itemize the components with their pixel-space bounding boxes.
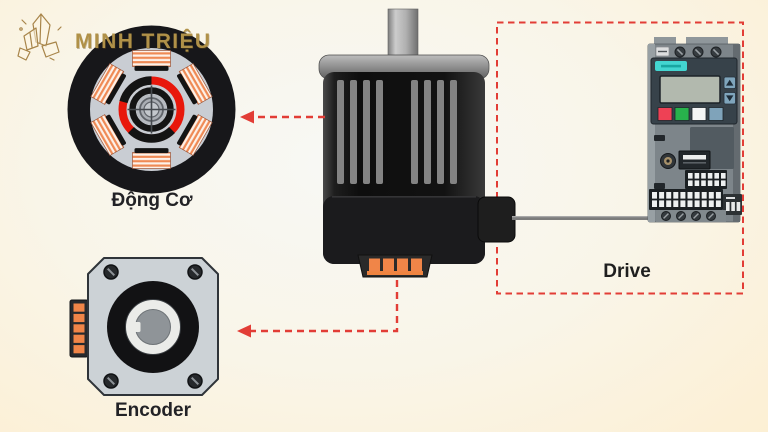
mode-button [708,107,724,121]
motor-lower-housing [323,196,485,264]
encoder-label: Encoder [114,400,192,421]
crystal-gems-icon [17,13,62,61]
brand-badge-text [661,64,681,68]
drive-unit-figure [647,37,742,223]
motor-cross-section-label: Động Cơ [111,190,193,211]
lcd-display [659,75,721,104]
motor-cross-section-figure [67,25,236,194]
encoder-side-connector [69,299,89,358]
motor-to-encoder-arrow [237,280,399,338]
drive-operator-panel [650,57,738,125]
motor-to-drive-cable [512,216,653,220]
up-arrow-button [723,76,736,89]
drive-label: Drive [603,261,651,282]
down-arrow-button [723,92,736,105]
mount-tab [654,37,676,46]
round-connector [660,153,676,169]
rotor-magnet-ring [118,76,185,143]
drive-terminal-blocks [649,170,742,215]
function-button [691,107,707,121]
servo-motor-figure [318,8,516,278]
motor-shaft [387,8,419,59]
chassis-left-edge [648,44,655,222]
drive-bottom-screws [656,210,726,222]
rotor-shaft-target [127,85,176,134]
run-button [674,107,690,121]
motor-side-connector [477,196,516,243]
motor-to-stator-arrow [240,110,325,124]
io-port [678,150,711,170]
mount-tab [686,37,728,46]
aux-terminal [723,194,742,215]
stop-button [657,107,673,121]
encoder-figure [69,257,219,396]
chassis-right-edge [733,44,740,222]
drive-boundary-box [496,21,744,295]
motor-cooling-fins [337,80,457,184]
drive-mid-section [654,127,734,189]
encoder-corner-screws [103,264,203,389]
brand-logo-text: MINH TRIỆU [75,30,212,53]
encoder-hub [107,281,199,373]
motor-bottom-connector [357,254,433,278]
drive-top-terminals [655,46,722,58]
housing-seam [332,196,476,198]
